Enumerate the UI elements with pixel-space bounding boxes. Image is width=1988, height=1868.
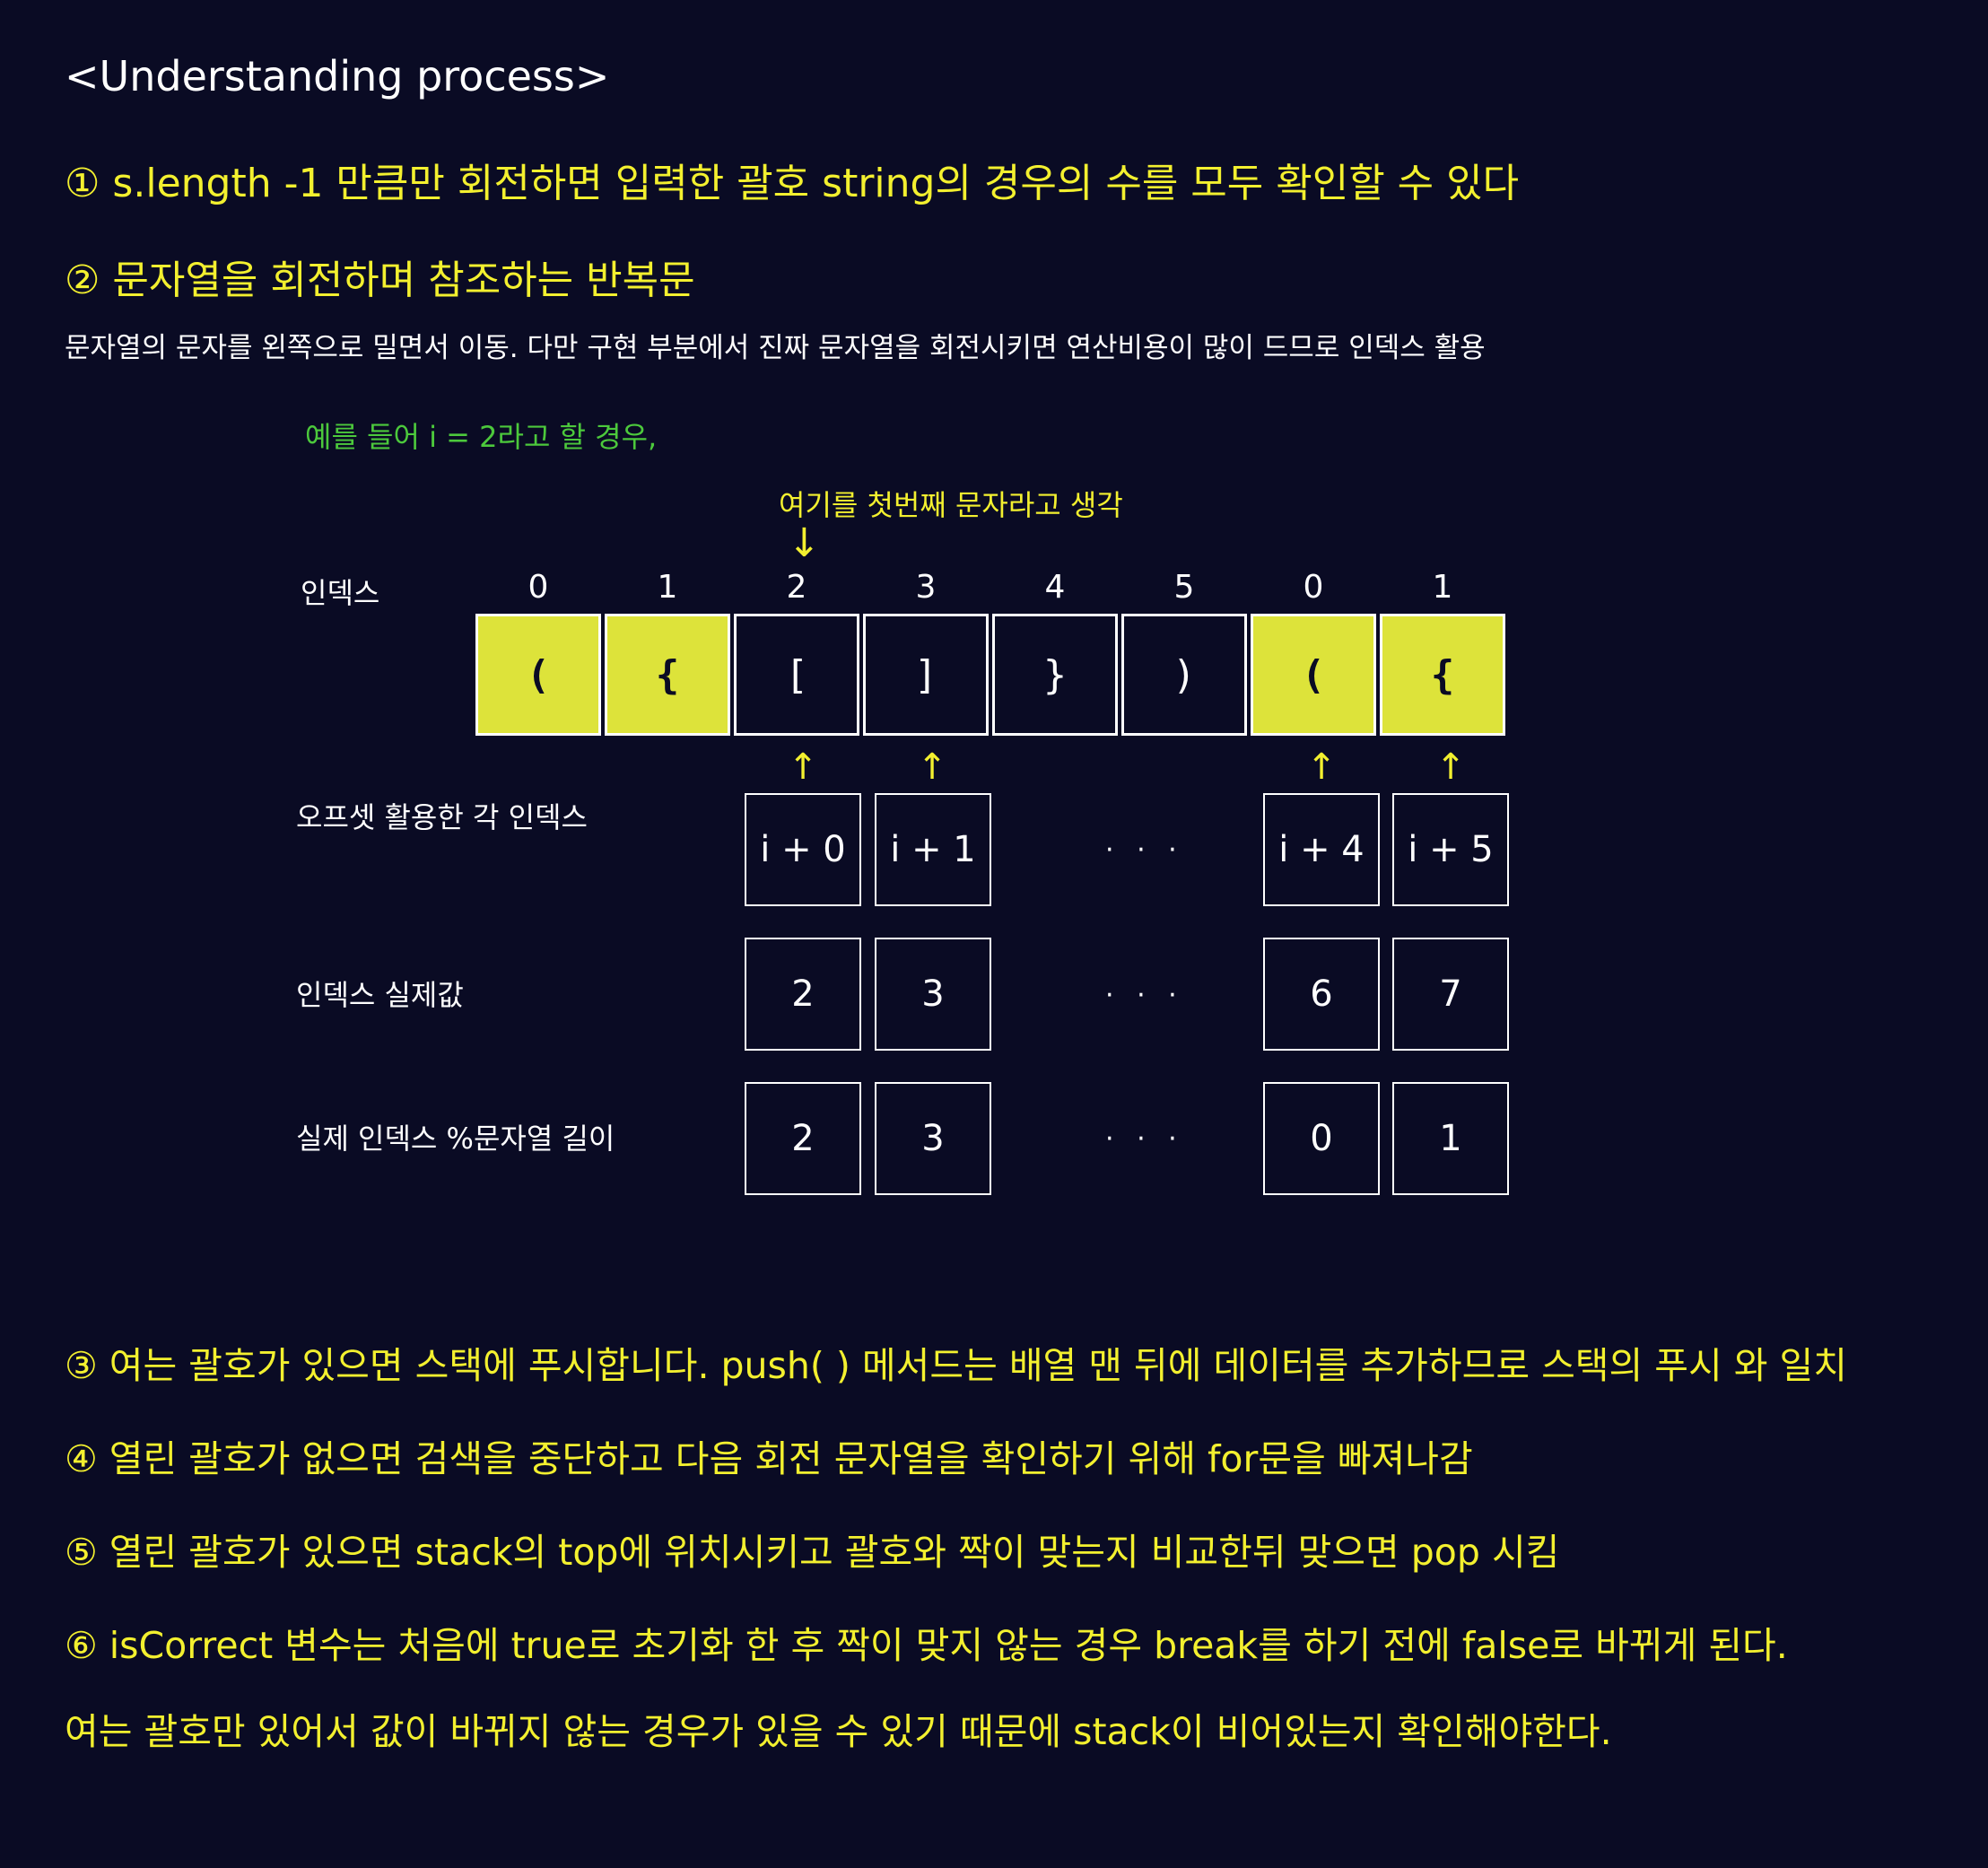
char-cell: ) — [1121, 614, 1247, 736]
up-arrow-icon: ↑ — [788, 746, 818, 788]
mod-row-label: 실제 인덱스 %문자열 길이 — [296, 1122, 615, 1156]
page-title: <Understanding process> — [65, 52, 610, 100]
index-number: 1 — [657, 569, 678, 606]
up-arrow-icon: ↑ — [1435, 746, 1466, 788]
actual-value-box: 7 — [1392, 938, 1509, 1051]
offset-box: i + 4 — [1263, 793, 1380, 906]
up-arrow-icon: ↑ — [1306, 746, 1337, 788]
step-3: ③ 여는 괄호가 있으면 스택에 푸시합니다. push( ) 메서드는 배열 … — [65, 1344, 1847, 1387]
char-cell: { — [605, 614, 730, 736]
mod-value-box: 0 — [1263, 1082, 1380, 1195]
step-2: ② 문자열을 회전하며 참조하는 반복문 — [65, 258, 695, 303]
index-number: 4 — [1044, 569, 1066, 606]
offset-box: i + 5 — [1392, 793, 1509, 906]
step-1: ① s.length -1 만큼만 회전하면 입력한 괄호 string의 경우… — [65, 161, 1520, 206]
offset-box: i + 1 — [875, 793, 991, 906]
index-number: 5 — [1173, 569, 1195, 606]
char-cell: ] — [863, 614, 989, 736]
ellipsis: · · · — [1105, 834, 1184, 866]
index-number: 2 — [786, 569, 807, 606]
char-cell: { — [1380, 614, 1505, 736]
actual-value-box: 3 — [875, 938, 991, 1051]
step-6-continued: 여는 괄호만 있어서 값이 바뀌지 않는 경우가 있을 수 있기 때문에 sta… — [65, 1710, 1612, 1753]
step-5: ⑤ 열린 괄호가 있으면 stack의 top에 위치시키고 괄호와 짝이 맞는… — [65, 1531, 1560, 1574]
mod-value-box: 3 — [875, 1082, 991, 1195]
offset-box: i + 0 — [745, 793, 861, 906]
ellipsis: · · · — [1105, 1123, 1184, 1155]
mod-value-box: 1 — [1392, 1082, 1509, 1195]
ellipsis: · · · — [1105, 980, 1184, 1011]
mod-value-box: 2 — [745, 1082, 861, 1195]
index-number: 0 — [1303, 569, 1324, 606]
actual-value-box: 6 — [1263, 938, 1380, 1051]
char-cell: } — [992, 614, 1118, 736]
step-4: ④ 열린 괄호가 없으면 검색을 중단하고 다음 회전 문자열을 확인하기 위해… — [65, 1437, 1473, 1480]
index-number: 3 — [915, 569, 937, 606]
actual-value-box: 2 — [745, 938, 861, 1051]
char-cell: ( — [475, 614, 601, 736]
first-char-label: 여기를 첫번째 문자라고 생각 — [779, 488, 1123, 522]
up-arrow-icon: ↑ — [917, 746, 947, 788]
char-cell: [ — [734, 614, 859, 736]
actual-row-label: 인덱스 실제값 — [296, 978, 464, 1012]
step-2-note: 문자열의 문자를 왼쪽으로 밀면서 이동. 다만 구현 부분에서 진짜 문자열을… — [65, 332, 1486, 364]
index-number: 0 — [528, 569, 549, 606]
example-caption: 예를 들어 i = 2라고 할 경우, — [305, 420, 658, 454]
index-row-label: 인덱스 — [301, 576, 380, 610]
down-arrow-icon: ↓ — [788, 520, 821, 566]
step-6: ⑥ isCorrect 변수는 처음에 true로 초기화 한 후 짝이 맞지 … — [65, 1624, 1788, 1667]
char-cell: ( — [1251, 614, 1376, 736]
offset-row-label: 오프셋 활용한 각 인덱스 — [296, 800, 588, 834]
index-number: 1 — [1432, 569, 1453, 606]
